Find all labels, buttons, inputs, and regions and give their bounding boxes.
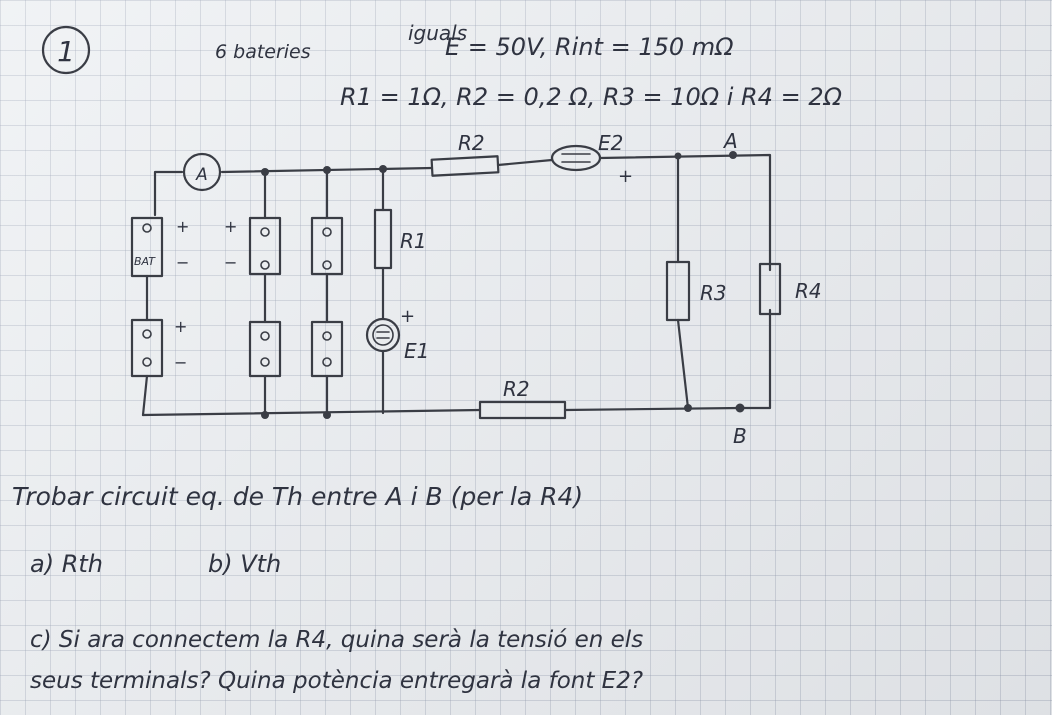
source-E2: E2 + (550, 131, 633, 187)
svg-text:+: + (176, 217, 189, 236)
svg-text:−: − (176, 253, 189, 272)
label-E2: E2 (598, 131, 623, 155)
question-c-line2: seus terminals? Quina potència entregarà… (30, 668, 643, 694)
svg-text:−: − (174, 353, 187, 372)
svg-text:−: − (224, 253, 237, 272)
label-R2-top: R2 (458, 131, 485, 155)
battery-string-3 (310, 166, 344, 419)
label-R1: R1 (400, 229, 427, 253)
svg-text:+: + (174, 317, 187, 336)
resistor-R4: R4 (758, 262, 822, 316)
label-E2-plus: + (618, 166, 633, 187)
label-E1-plus: + (400, 306, 415, 327)
ammeter-label: A (195, 165, 208, 185)
header-resistors: R1 = 1Ω, R2 = 0,2 Ω, R3 = 10Ω i R4 = 2Ω (340, 83, 843, 111)
resistor-R2-bottom: R2 (478, 377, 567, 420)
problem-number: 1 (41, 25, 91, 75)
label-R2-bottom: R2 (503, 377, 530, 401)
header-iguals: iguals (408, 21, 467, 45)
bottom-wire (141, 308, 772, 417)
svg-text:+: + (224, 217, 237, 236)
battery-label: BAT (134, 255, 156, 268)
problem-number-text: 1 (57, 35, 75, 68)
question-a: a) Rth (30, 550, 103, 578)
battery-string-1: BAT + − + − (130, 216, 189, 417)
label-B: B (733, 424, 747, 448)
node-A (729, 151, 737, 159)
question-statement: Trobar circuit eq. de Th entre A i B (pe… (12, 482, 583, 511)
label-R3: R3 (700, 281, 727, 305)
question-c-line1: c) Si ara connectem la R4, quina serà la… (30, 627, 643, 653)
battery-string-2: + − (224, 168, 282, 419)
resistor-R2-top: R2 (430, 131, 500, 177)
node-B (735, 403, 745, 413)
label-R4: R4 (795, 279, 822, 303)
branch-R1-E1: R1 + E1 (365, 165, 429, 415)
label-E1: E1 (404, 339, 429, 363)
ammeter: A (182, 152, 222, 192)
question-b: b) Vth (208, 550, 281, 578)
label-A: A (722, 129, 738, 153)
resistor-R3: R3 (665, 154, 727, 412)
header-batteries: 6 bateries (215, 41, 311, 63)
header-values: E = 50V, Rint = 150 mΩ (445, 33, 734, 61)
